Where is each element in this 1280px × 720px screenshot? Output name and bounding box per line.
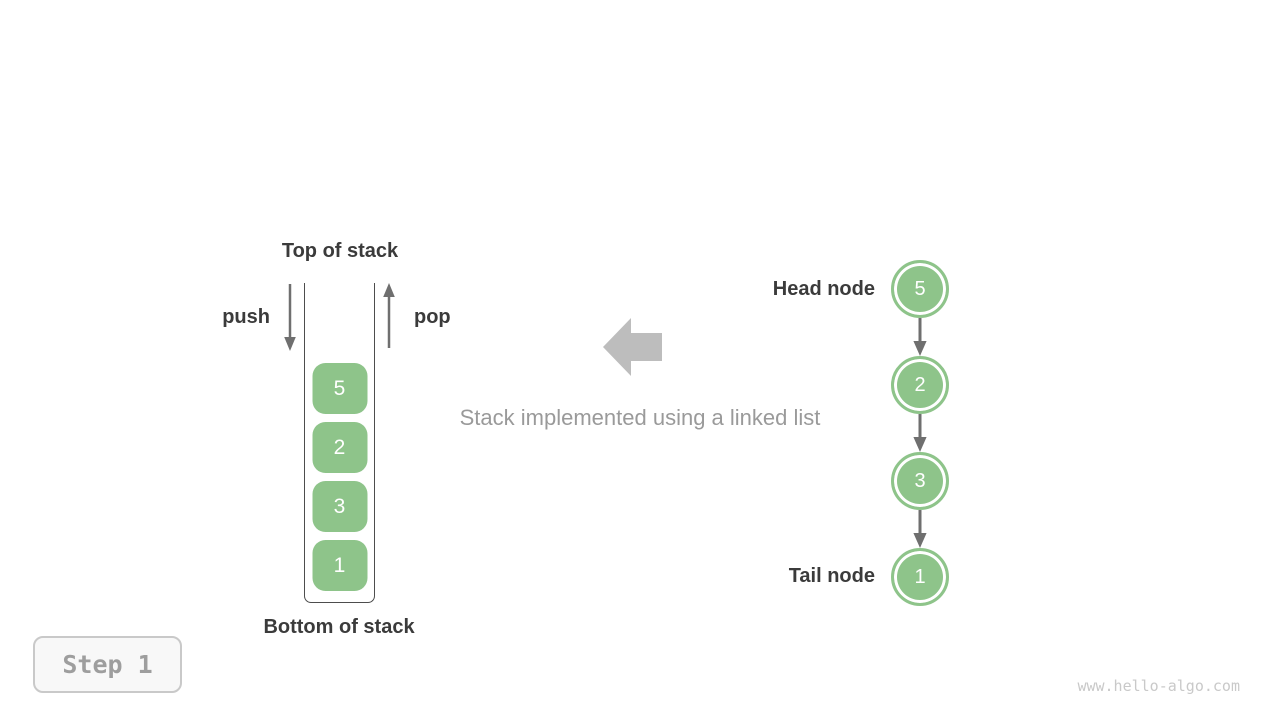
pop-label: pop (414, 306, 451, 328)
list-link-arrow (913, 318, 927, 356)
stack-item: 1 (312, 540, 367, 591)
list-node: 3 (891, 452, 949, 510)
push-down-arrow-icon (284, 284, 296, 351)
head-node-label: Head node (772, 278, 875, 300)
step-badge: Step 1 (33, 636, 182, 693)
list-link-arrow (913, 414, 927, 452)
stack-item: 2 (312, 422, 367, 473)
list-node: 5 (891, 260, 949, 318)
bottom-of-stack-label: Bottom of stack (263, 616, 415, 638)
stack-item: 5 (312, 363, 367, 414)
stack-container: 5 2 3 1 (304, 283, 375, 603)
list-node: 2 (891, 356, 949, 414)
pop-up-arrow-icon (383, 283, 395, 348)
watermark: www.hello-algo.com (1077, 677, 1240, 695)
transition-caption: Stack implemented using a linked list (459, 405, 821, 430)
push-label: push (222, 306, 270, 328)
block-arrow-left-icon (603, 318, 662, 376)
stack-item: 3 (312, 481, 367, 532)
step-badge-label: Step 1 (62, 650, 153, 679)
tail-node-label: Tail node (788, 565, 875, 587)
top-of-stack-label: Top of stack (281, 240, 399, 262)
list-link-arrow (913, 510, 927, 548)
list-node: 1 (891, 548, 949, 606)
